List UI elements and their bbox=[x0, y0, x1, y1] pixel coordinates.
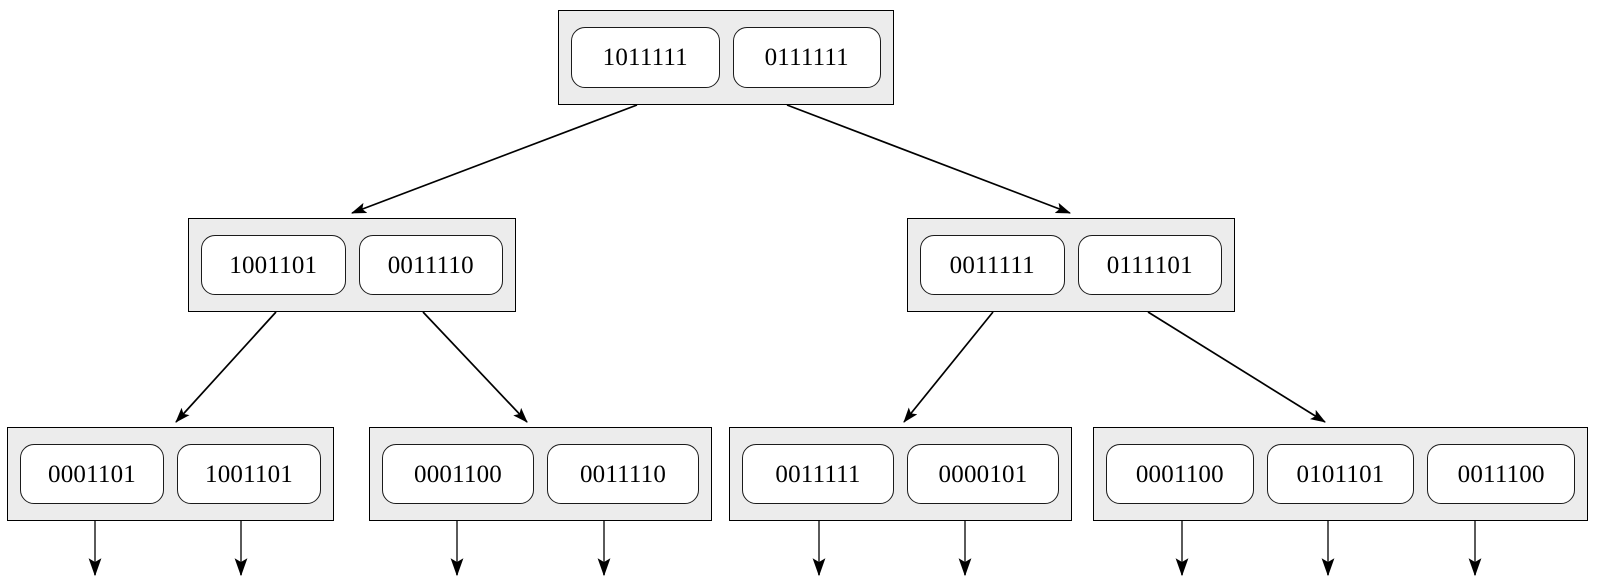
btree-key-cell[interactable]: 0001100 bbox=[382, 444, 534, 504]
tree-edge bbox=[786, 104, 1071, 214]
btree-key-cell[interactable]: 1011111 bbox=[571, 27, 720, 88]
btree-key-cell[interactable]: 1001101 bbox=[177, 444, 321, 504]
btree-key-cell[interactable]: 0011100 bbox=[1427, 444, 1576, 504]
leaf-pointer-group bbox=[88, 512, 1482, 577]
btree-key-cell[interactable]: 1001101 bbox=[201, 235, 346, 295]
btree-key-cell[interactable]: 0011110 bbox=[358, 235, 503, 295]
btree-key-cell[interactable]: 0001100 bbox=[1106, 444, 1254, 504]
tree-edge bbox=[351, 104, 638, 214]
btree-key-cell[interactable]: 0001101 bbox=[20, 444, 164, 504]
btree-key-cell[interactable]: 0101101 bbox=[1266, 444, 1415, 504]
tree-edge bbox=[175, 311, 277, 423]
btree-key-cell[interactable]: 0011111 bbox=[742, 444, 894, 504]
tree-edge bbox=[422, 311, 528, 423]
btree-key-cell[interactable]: 0111111 bbox=[732, 27, 881, 88]
tree-edge bbox=[903, 311, 994, 423]
btree-key-cell[interactable]: 0111101 bbox=[1077, 235, 1222, 295]
btree-key-cell[interactable]: 0011111 bbox=[920, 235, 1065, 295]
tree-edge bbox=[1147, 311, 1326, 423]
btree-key-cell[interactable]: 0000101 bbox=[907, 444, 1059, 504]
btree-key-cell[interactable]: 0011110 bbox=[547, 444, 699, 504]
